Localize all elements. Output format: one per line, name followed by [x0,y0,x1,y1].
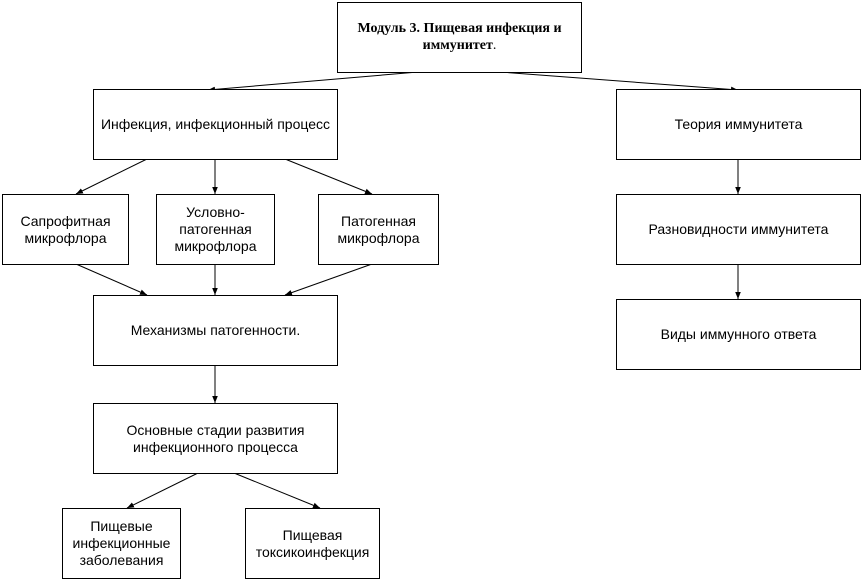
node-immune-response-types-text: Виды иммунного ответа [660,326,817,343]
node-immunity-types-text: Разновидности иммунитета [648,221,829,238]
node-immunity-theory: Теория иммунитета [616,89,861,160]
node-immunity-theory-text: Теория иммунитета [674,116,803,133]
node-saprophytic-microflora-text: Сапрофитная микрофлора [20,212,111,246]
node-immunity-types: Разновидности иммунитета [616,194,861,265]
node-conditional-pathogenic-microflora: Условно-патогенная микрофлора [156,194,275,265]
arrow-module-to-immunity-theory [499,71,739,93]
arrow-saprophytic-to-mechanisms [75,263,148,296]
arrow-pathogenic-to-mechanisms [284,263,373,296]
arrow-infection-to-pathogenic [284,158,373,195]
arrow-module-to-infection [207,71,419,93]
node-pathogenicity-mechanisms-text: Механизмы патогенности. [130,322,301,339]
node-food-toxicoinfection: Пищевая токсикоинфекция [245,508,380,579]
node-infection-process-text: Инфекция, инфекционный процесс [100,116,331,133]
node-module-title: Модуль 3. Пищевая инфекция и иммунитет. [337,2,582,73]
node-pathogenic-microflora: Патогенная микрофлора [318,194,439,265]
node-pathogenic-microflora-text: Патогенная микрофлора [337,212,420,246]
arrow-infection-to-saprophytic [75,158,148,195]
node-infection-stages-text: Основные стадии развития инфекционного п… [126,421,305,455]
node-infection-process: Инфекция, инфекционный процесс [93,89,338,160]
node-saprophytic-microflora: Сапрофитная микрофлора [2,194,129,265]
node-food-infectious-diseases: Пищевые инфекционные заболевания [62,508,181,579]
node-food-infectious-diseases-text: Пищевые инфекционные заболевания [72,518,171,568]
node-conditional-pathogenic-microflora-text: Условно-патогенная микрофлора [174,204,257,254]
node-immune-response-types: Виды иммунного ответа [616,299,861,370]
node-pathogenicity-mechanisms: Механизмы патогенности. [93,295,338,366]
node-module-title-text: Модуль 3. Пищевая инфекция и иммунитет [357,20,562,53]
node-food-toxicoinfection-text: Пищевая токсикоинфекция [255,526,370,560]
arrow-stages-to-toxicoinfection [233,472,321,509]
arrow-stages-to-food-diseases [126,472,199,509]
node-module-title-period: . [492,37,497,53]
node-infection-stages: Основные стадии развития инфекционного п… [93,403,338,474]
